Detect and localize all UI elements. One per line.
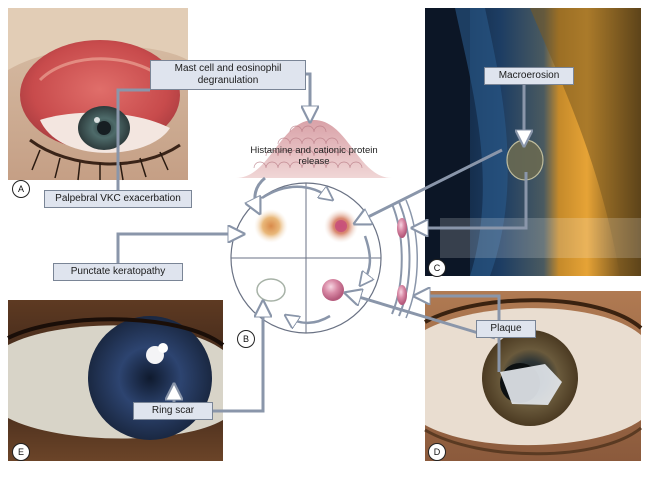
macroerosion-label: Macroerosion: [484, 67, 574, 85]
panel-letter-c: C: [428, 259, 446, 277]
photo-panel-e: [7, 300, 225, 461]
photo-panel-d: [424, 291, 643, 461]
photo-panel-c: [425, 8, 641, 276]
panel-letter-d: D: [428, 443, 446, 461]
punctate-label: Punctate keratopathy: [53, 263, 183, 281]
photo-panel-a: [8, 8, 188, 181]
histamine-label: Histamine and cationic protein release: [250, 145, 378, 167]
corneal-stages-circle: [230, 182, 382, 334]
panel-letter-b: B: [237, 330, 255, 348]
panel-letter-e: E: [12, 443, 30, 461]
ring-scar-lesion: [256, 278, 286, 302]
plaque-lesion: [322, 279, 344, 301]
connector-arrows: [116, 72, 526, 413]
plaque-label: Plaque: [476, 320, 536, 338]
corneal-cross-section: [391, 199, 418, 319]
mast-cell-label: Mast cell and eosinophil degranulation: [150, 60, 306, 90]
punctate-lesion: [254, 209, 288, 243]
palpebral-label: Palpebral VKC exacerbation: [44, 190, 192, 208]
panel-letter-a: A: [12, 180, 30, 198]
ring-scar-label: Ring scar: [133, 402, 213, 420]
histamine-mound: [236, 120, 392, 178]
